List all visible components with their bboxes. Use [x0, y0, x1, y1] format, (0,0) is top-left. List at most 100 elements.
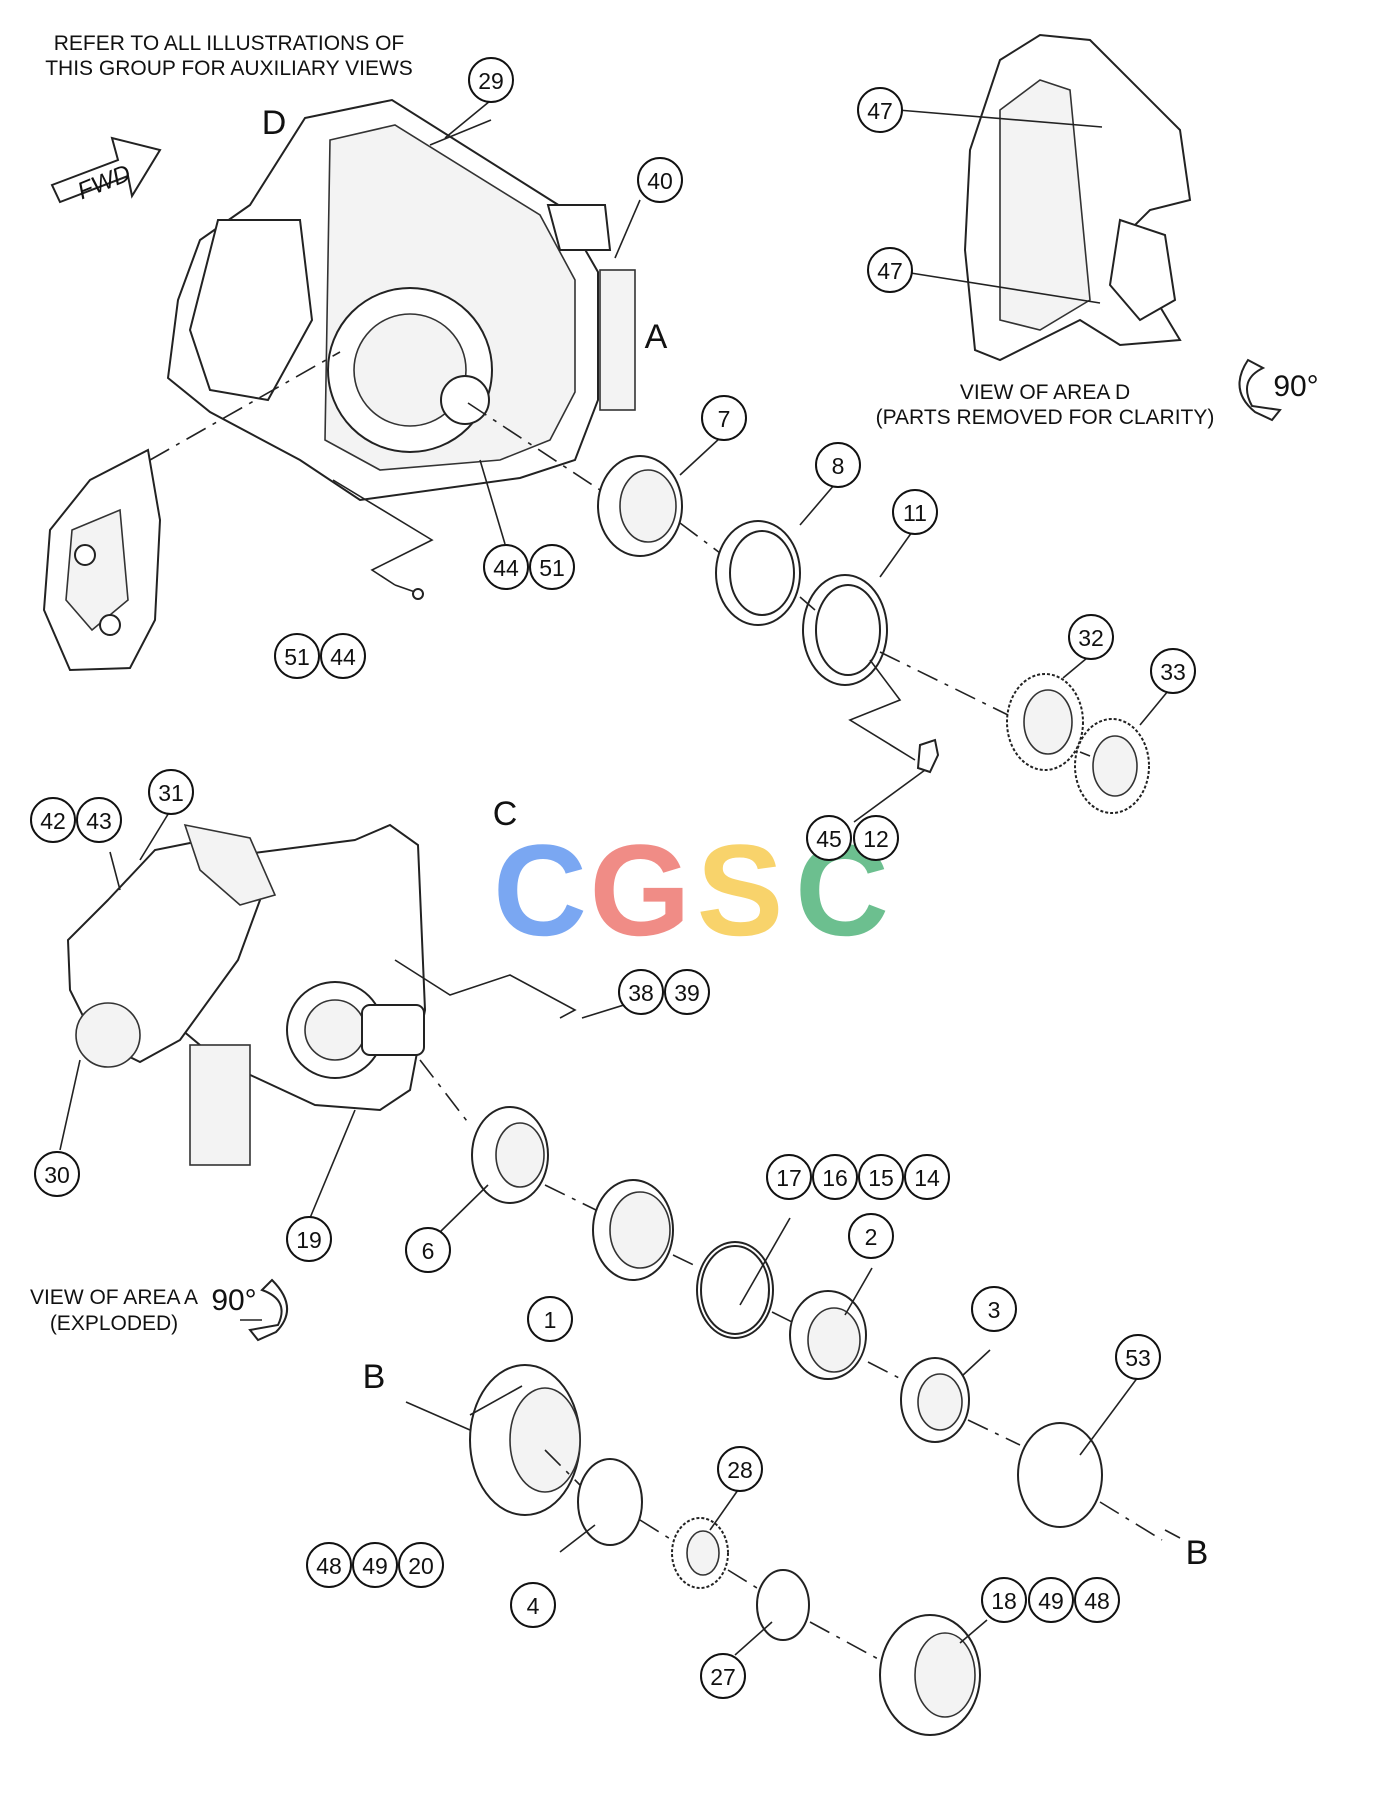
- callout-39: 39: [664, 969, 710, 1015]
- part-20-cage: [469, 1364, 581, 1516]
- view-a-caption-line2: (EXPLODED): [50, 1312, 178, 1335]
- refer-note-line2: THIS GROUP FOR AUXILIARY VIEWS: [45, 57, 413, 80]
- callout-14: 14: [904, 1154, 950, 1200]
- callout-53-label: 53: [1125, 1345, 1151, 1371]
- callout-48-b: 48: [1074, 1577, 1120, 1623]
- part-7-bearing-cup: [597, 455, 683, 557]
- part-1-cup: [592, 1179, 674, 1281]
- callout-33-label: 33: [1160, 659, 1186, 685]
- area-letter-c: C: [493, 795, 518, 833]
- callout-15-label: 15: [868, 1165, 894, 1191]
- part-8-ring: [715, 520, 801, 626]
- callout-38: 38: [618, 969, 664, 1015]
- callout-18-label: 18: [991, 1588, 1017, 1614]
- callout-7: 7: [701, 395, 747, 441]
- callout-20-label: 20: [408, 1553, 434, 1579]
- callout-47-a-label: 47: [867, 98, 893, 124]
- callout-51-a: 51: [529, 544, 575, 590]
- mounting-bracket: [42, 448, 162, 672]
- callout-11: 11: [892, 489, 938, 535]
- watermark-letter-2: G: [589, 817, 690, 963]
- callout-8: 8: [815, 442, 861, 488]
- callout-38-label: 38: [628, 980, 654, 1006]
- callout-49-a: 49: [352, 1542, 398, 1588]
- view-a-caption-line1: VIEW OF AREA A: [30, 1286, 198, 1309]
- callout-14-label: 14: [914, 1165, 940, 1191]
- callout-47-b: 47: [867, 247, 913, 293]
- callout-12-label: 12: [863, 826, 889, 852]
- callout-48-b-label: 48: [1084, 1588, 1110, 1614]
- callout-40: 40: [637, 157, 683, 203]
- fwd-arrow-icon: FWD: [50, 136, 162, 205]
- callout-16-label: 16: [822, 1165, 848, 1191]
- callout-12: 12: [853, 815, 899, 861]
- callout-32-label: 32: [1078, 625, 1104, 651]
- callout-7-label: 7: [718, 406, 731, 432]
- callout-28-label: 28: [727, 1457, 753, 1483]
- part-53-o-ring: [1017, 1422, 1103, 1528]
- part-27-seal: [756, 1569, 810, 1641]
- callout-15: 15: [858, 1154, 904, 1200]
- watermark-letter-3: S: [697, 817, 784, 963]
- callout-31: 31: [148, 769, 194, 815]
- callout-28: 28: [717, 1446, 763, 1492]
- part-6-bearing: [471, 1106, 549, 1204]
- part-shim-ring-14-17: [696, 1241, 774, 1339]
- callout-44-a: 44: [483, 544, 529, 590]
- watermark: C G S C: [493, 817, 889, 963]
- callout-43-label: 43: [86, 808, 112, 834]
- callout-29-label: 29: [478, 68, 504, 94]
- callout-44-b: 44: [320, 633, 366, 679]
- callout-30: 30: [34, 1151, 80, 1197]
- callout-17: 17: [766, 1154, 812, 1200]
- callout-6: 6: [405, 1227, 451, 1273]
- callout-51-a-label: 51: [539, 555, 565, 581]
- callout-32: 32: [1068, 614, 1114, 660]
- callout-29: 29: [468, 57, 514, 103]
- callout-51-b-label: 51: [284, 644, 310, 670]
- callout-43: 43: [76, 797, 122, 843]
- callout-16: 16: [812, 1154, 858, 1200]
- part-33-gear: [1074, 718, 1150, 814]
- callout-47-b-label: 47: [877, 258, 903, 284]
- callout-42: 42: [30, 797, 76, 843]
- differential-housing-top: [166, 98, 636, 502]
- part-45-12-clip: [916, 738, 940, 774]
- callout-20: 20: [398, 1542, 444, 1588]
- callout-8-label: 8: [832, 453, 845, 479]
- area-letter-b-bottom: B: [1186, 1534, 1209, 1572]
- part-2-cup: [789, 1290, 867, 1380]
- callout-49-b-label: 49: [1038, 1588, 1064, 1614]
- view-d-caption-line2: (PARTS REMOVED FOR CLARITY): [876, 406, 1215, 429]
- watermark-letter-1: C: [493, 817, 587, 963]
- callout-49-a-label: 49: [362, 1553, 388, 1579]
- housing-area-a: [66, 823, 427, 1166]
- area-d-view: [963, 33, 1192, 362]
- callout-2: 2: [848, 1213, 894, 1259]
- callout-4-label: 4: [527, 1593, 540, 1619]
- callout-39-label: 39: [674, 980, 700, 1006]
- part-18-cover: [879, 1614, 981, 1736]
- callout-2-label: 2: [865, 1224, 878, 1250]
- callout-leaders: [59, 100, 1169, 1656]
- callout-49-b: 49: [1028, 1577, 1074, 1623]
- callout-27: 27: [700, 1653, 746, 1699]
- callout-48-a: 48: [306, 1542, 352, 1588]
- callout-53: 53: [1115, 1334, 1161, 1380]
- bolt-44-51: [394, 584, 424, 600]
- refer-note-line1: REFER TO ALL ILLUSTRATIONS OF: [54, 32, 404, 55]
- part-32-gear: [1006, 673, 1084, 771]
- callout-31-label: 31: [158, 780, 184, 806]
- callout-27-label: 27: [710, 1664, 736, 1690]
- callout-40-label: 40: [647, 168, 673, 194]
- callout-1-label: 1: [544, 1307, 557, 1333]
- callout-19-label: 19: [296, 1227, 322, 1253]
- part-28-nut: [671, 1517, 729, 1589]
- part-3-bearing: [900, 1357, 970, 1443]
- part-11-plate: [802, 574, 888, 686]
- callout-4: 4: [510, 1582, 556, 1628]
- callout-6-label: 6: [422, 1238, 435, 1264]
- callout-33: 33: [1150, 648, 1196, 694]
- callout-48-a-label: 48: [316, 1553, 342, 1579]
